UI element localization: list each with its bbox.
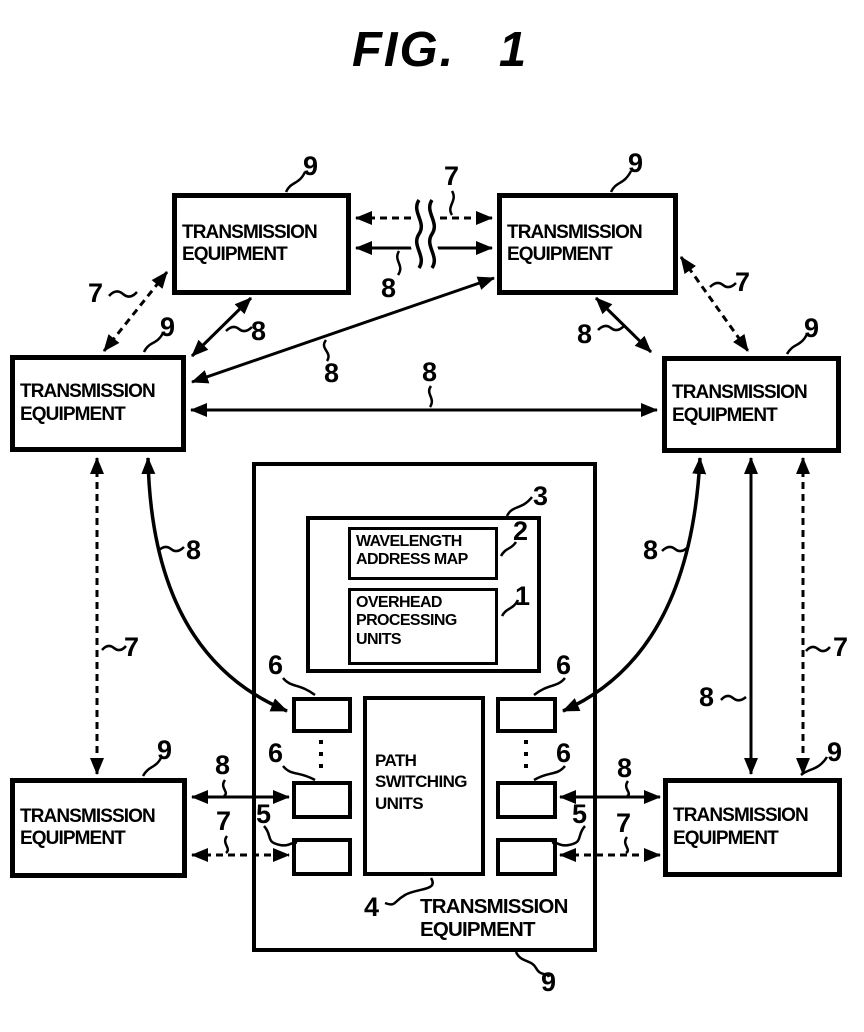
- leader-7-bottom-left: [223, 835, 230, 854]
- arrow-8-right-short-diagonal: [594, 296, 653, 354]
- ref-8-right-short: 8: [577, 319, 593, 349]
- leader-8-bottom-right: [624, 780, 631, 798]
- ref-9-mid-right: 9: [804, 313, 820, 343]
- leader-8-long-horizontal: [427, 385, 434, 408]
- leader-8-right-curve: [661, 545, 689, 553]
- wavelength-label-line1: WAVELENGTH: [356, 533, 462, 550]
- box-label-line1: TRANSMISSION: [673, 805, 809, 827]
- box-label-line2: EQUIPMENT: [182, 244, 288, 265]
- leader-7-left-vertical: [101, 644, 127, 652]
- interface-port-left-3: [292, 838, 352, 876]
- ref-9-central: 9: [541, 967, 557, 997]
- wavelength-label-line2: ADDRESS MAP: [356, 551, 468, 569]
- ref-7-left-vertical: 7: [124, 632, 140, 662]
- transmission-equipment-box-bottom-right: TRANSMISSION EQUIPMENT: [663, 778, 842, 877]
- box-label-line1: TRANSMISSION: [20, 805, 156, 827]
- box-label-line2: EQUIPMENT: [20, 828, 126, 849]
- ref-3: 3: [533, 481, 549, 511]
- ref-9-bottom-right: 9: [827, 737, 843, 767]
- box-label-line2: EQUIPMENT: [20, 403, 126, 425]
- interface-port-right-1: [496, 697, 557, 733]
- path-switching-units-box: PATH SWITCHING UNITS: [363, 696, 485, 876]
- ref-6-right-1: 6: [556, 650, 572, 680]
- ref-8-bottom-left: 8: [215, 750, 231, 780]
- arrow-8-left-short-diagonal: [190, 296, 253, 358]
- ref-7-right-vertical: 7: [833, 632, 849, 662]
- line-break-mark-underlay-2: [423, 196, 441, 272]
- transmission-equipment-box-top-right: TRANSMISSION EQUIPMENT: [497, 193, 678, 295]
- leader-8-left-short: [225, 325, 253, 333]
- transmission-equipment-box-top-left: TRANSMISSION EQUIPMENT: [172, 193, 351, 295]
- ref-8-left-short: 8: [251, 316, 267, 346]
- figure-title: FIG. 1: [352, 23, 529, 77]
- ref-8-long-horizontal: 8: [422, 357, 438, 387]
- ref-4: 4: [364, 892, 380, 922]
- central-label-line1: TRANSMISSION: [420, 895, 568, 918]
- box-label-line2: EQUIPMENT: [672, 404, 778, 426]
- box-label-line1: TRANSMISSION: [672, 382, 808, 404]
- leader-7-right-vertical: [805, 645, 831, 653]
- ref-8-left-curve: 8: [186, 535, 202, 565]
- interface-port-right-3: [496, 838, 557, 876]
- leader-8-right-vertical: [720, 694, 747, 702]
- ref-8-long-diagonal: 8: [324, 358, 340, 388]
- interface-port-left-1: [292, 697, 352, 733]
- leader-8-left-curve: [157, 545, 185, 553]
- leader-9-bottom-right: [800, 756, 829, 776]
- line-break-mark-underlay-1: [410, 196, 428, 272]
- interface-port-left-2: [292, 781, 352, 819]
- ref-1: 1: [515, 581, 531, 611]
- transmission-equipment-box-mid-left: TRANSMISSION EQUIPMENT: [10, 355, 186, 452]
- ref-7-left-diagonal: 7: [88, 278, 104, 308]
- ref-6-left-2: 6: [268, 738, 284, 768]
- interface-port-right-2: [496, 781, 557, 819]
- ref-7-top: 7: [444, 161, 460, 191]
- leader-7-bottom-right: [623, 836, 630, 855]
- box-label-line1: TRANSMISSION: [182, 221, 318, 243]
- overhead-processing-units-box: OVERHEAD PROCESSING UNITS: [348, 588, 498, 665]
- ref-7-bottom-left: 7: [216, 806, 232, 836]
- ref-7-right-diagonal: 7: [735, 267, 751, 297]
- ref-5-right: 5: [572, 799, 588, 829]
- wavelength-address-map-box: WAVELENGTH ADDRESS MAP: [348, 527, 498, 580]
- overhead-label-line2: PROCESSING: [356, 612, 457, 630]
- ref-9-mid-left: 9: [160, 312, 176, 342]
- ref-6-left-1: 6: [268, 650, 284, 680]
- box-label-line2: EQUIPMENT: [507, 244, 613, 265]
- box-label-line2: EQUIPMENT: [673, 827, 779, 849]
- leader-7-top: [449, 190, 455, 216]
- leader-8-top: [396, 250, 402, 276]
- overhead-label-line3: UNITS: [356, 630, 402, 648]
- leader-7-left-diagonal: [108, 290, 138, 298]
- psu-label-line1: PATH: [375, 751, 417, 770]
- overhead-label-line1: OVERHEAD: [356, 594, 442, 611]
- leader-8-bottom-left: [221, 779, 228, 798]
- ref-9-top-left: 9: [303, 151, 319, 181]
- box-label-line1: TRANSMISSION: [20, 381, 156, 403]
- leader-7-right-diagonal: [709, 281, 737, 289]
- transmission-equipment-box-mid-right: TRANSMISSION EQUIPMENT: [662, 356, 841, 453]
- line-break-mark-1: [415, 199, 423, 269]
- box-label-line1: TRANSMISSION: [507, 221, 643, 243]
- psu-label-line2: SWITCHING: [375, 772, 467, 792]
- ref-9-bottom-left: 9: [157, 735, 173, 765]
- ref-8-top: 8: [381, 273, 397, 303]
- ref-8-bottom-right: 8: [617, 753, 633, 783]
- ref-6-right-2: 6: [556, 738, 572, 768]
- transmission-equipment-box-bottom-left: TRANSMISSION EQUIPMENT: [10, 778, 187, 878]
- ref-9-top-right: 9: [628, 148, 644, 178]
- ref-7-bottom-right: 7: [616, 808, 632, 838]
- leader-8-right-short: [597, 324, 625, 332]
- central-label-line2: EQUIPMENT: [420, 917, 535, 941]
- central-equipment-label: TRANSMISSION EQUIPMENT: [420, 895, 568, 942]
- arrow-7-left-diagonal-dashed: [102, 271, 169, 352]
- ref-8-right-vertical: 8: [699, 682, 715, 712]
- ref-5-left: 5: [256, 799, 272, 829]
- ref-2: 2: [513, 516, 529, 546]
- psu-label-line3: UNITS: [375, 793, 424, 813]
- ref-8-right-curve: 8: [643, 535, 659, 565]
- line-break-mark-2: [428, 199, 436, 269]
